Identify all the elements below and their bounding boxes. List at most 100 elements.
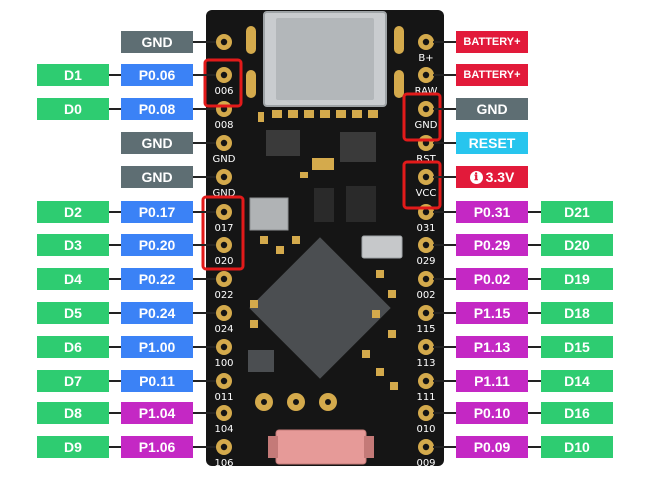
connector-line-left [193,446,216,448]
connector-line-right [528,312,541,314]
digital-label-right: D18 [541,302,613,324]
pin-left-12-hole [220,443,228,451]
pin-right-5-hole [422,208,430,216]
pin-label-left: P0.17 [121,201,193,223]
pin-label-right: GND [456,98,528,120]
digital-label-left: D3 [37,234,109,256]
pin-label-left: GND [121,132,193,154]
pin-left-5-silk: 017 [214,223,233,234]
pin-right-4-silk: VCC [416,188,437,199]
pin-right-0-silk: B+ [418,53,433,64]
pin-right-6-hole [422,241,430,249]
pin-label-left: P0.06 [121,64,193,86]
digital-label-left: D4 [37,268,109,290]
connector-line-left [109,446,121,448]
connector-line-left [193,108,216,110]
pin-label-right: P0.31 [456,201,528,223]
digital-label-right: D14 [541,370,613,392]
pin-left-2-silk: 008 [214,120,233,131]
connector-line-right [433,74,456,76]
pin-left-4-silk: GND [213,188,236,199]
connector-line-left [109,108,121,110]
connector-line-left [193,211,216,213]
pin-label-left: P0.08 [121,98,193,120]
pin-left-11-hole [220,409,228,417]
pin-label-left: P0.22 [121,268,193,290]
connector-line-right [528,446,541,448]
pin-label-left: P1.04 [121,402,193,424]
pin-left-0-hole [220,38,228,46]
pin-left-8-hole [220,309,228,317]
pin-right-7-silk: 002 [416,290,435,301]
pin-label-left: P0.24 [121,302,193,324]
connector-line-right [433,108,456,110]
pin-right-4-hole [422,173,430,181]
pin-label-left: P0.20 [121,234,193,256]
connector-line-right [433,278,456,280]
pin-right-10-hole [422,377,430,385]
highlight-box-017-020 [201,195,245,271]
connector-line-right [433,41,456,43]
digital-label-right: D16 [541,402,613,424]
pin-label-right-text: 3.3V [485,169,515,186]
pin-left-7-hole [220,275,228,283]
pin-right-11-silk: 010 [416,424,435,435]
connector-line-left [193,142,216,144]
connector-line-left [193,312,216,314]
connector-line-right [528,244,541,246]
pin-label-right: P0.09 [456,436,528,458]
pin-left-5-hole [220,208,228,216]
connector-line-left [109,74,121,76]
digital-label-right: D21 [541,201,613,223]
connector-line-left [109,380,121,382]
pin-right-2-silk: GND [415,120,438,131]
connector-line-left [109,312,121,314]
crystal [361,235,403,259]
pin-right-12-silk: 009 [416,458,435,469]
pin-right-11-hole [422,409,430,417]
connector-line-right [433,142,456,144]
pin-label-right: P0.10 [456,402,528,424]
digital-label-left: D5 [37,302,109,324]
pin-left-11-silk: 104 [214,424,233,435]
connector-line-left [193,380,216,382]
digital-label-right: D10 [541,436,613,458]
highlight-box-vcc [402,160,442,210]
connector-line-right [433,380,456,382]
pin-right-3-silk: RST [416,154,436,165]
digital-label-left: D0 [37,98,109,120]
pin-right-10-silk: 111 [416,392,435,403]
pin-right-8-hole [422,309,430,317]
connector-line-left [193,278,216,280]
pin-label-right: P1.15 [456,302,528,324]
digital-label-left: D6 [37,336,109,358]
digital-label-left: D2 [37,201,109,223]
pin-right-8-silk: 115 [416,324,435,335]
pin-left-9-hole [220,343,228,351]
pin-left-4-hole [220,173,228,181]
pin-left-9-silk: 100 [214,358,233,369]
digital-label-left: D8 [37,402,109,424]
connector-line-right [528,211,541,213]
pin-label-right: BATTERY+ [456,31,528,53]
pin-left-10-silk: 011 [214,392,233,403]
digital-label-left: D1 [37,64,109,86]
connector-line-left [109,412,121,414]
digital-label-right: D15 [541,336,613,358]
pin-label-right: BATTERY+ [456,64,528,86]
connector-line-right [433,211,456,213]
connector-line-left [109,346,121,348]
pin-left-12-silk: 106 [214,458,233,469]
connector-line-left [193,244,216,246]
pin-label-left: P0.11 [121,370,193,392]
connector-line-left [109,278,121,280]
pin-label-right: P0.02 [456,268,528,290]
pin-right-12-hole [422,443,430,451]
connector-line-left [193,346,216,348]
digital-label-right: D20 [541,234,613,256]
connector-line-right [528,278,541,280]
digital-label-left: D9 [37,436,109,458]
